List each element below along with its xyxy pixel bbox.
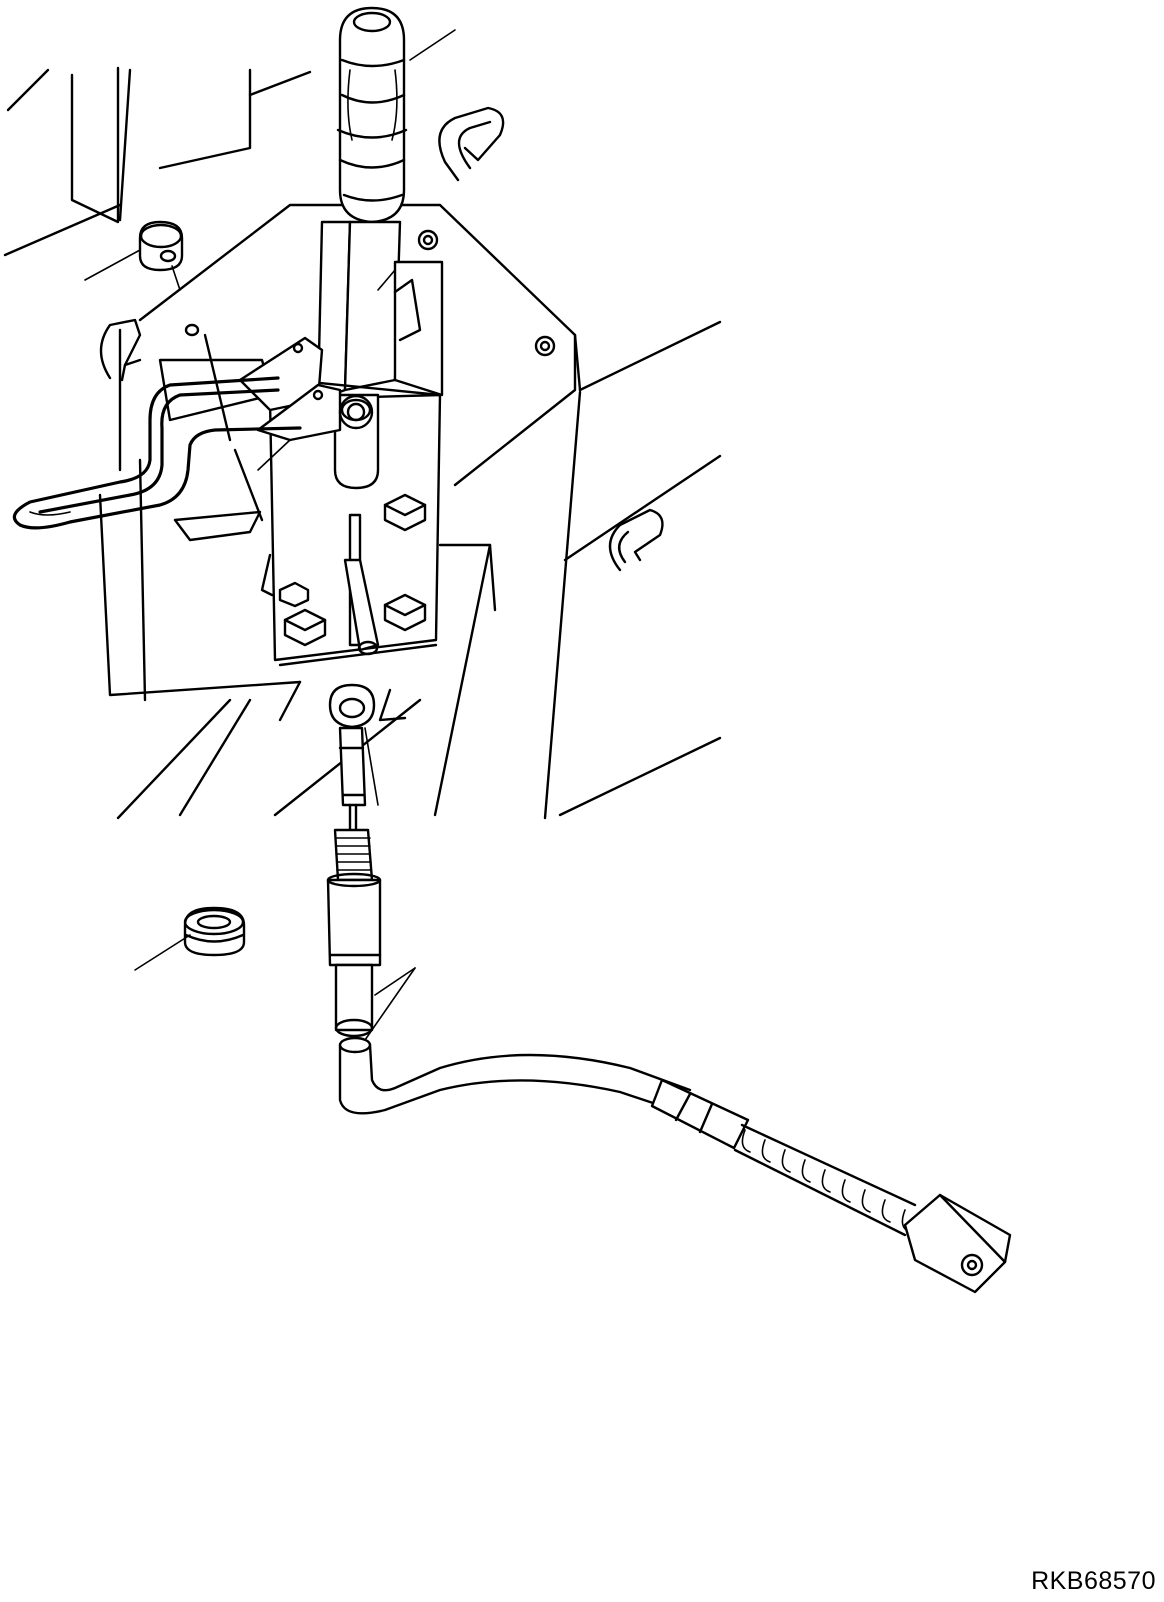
- release-handle-wire: [12, 376, 302, 530]
- frame-hook-clips: [99, 106, 664, 572]
- drawing-code: RKB68570: [1031, 1567, 1156, 1595]
- nut: [138, 220, 184, 272]
- brake-cable: [334, 963, 1012, 1294]
- leader-lines: [84, 29, 456, 1041]
- lever-bracket: [260, 220, 444, 667]
- lever-grip: [336, 6, 408, 224]
- cable-rod-end: [326, 683, 382, 967]
- cab-frame-background: [3, 66, 722, 820]
- grommet: [183, 906, 246, 957]
